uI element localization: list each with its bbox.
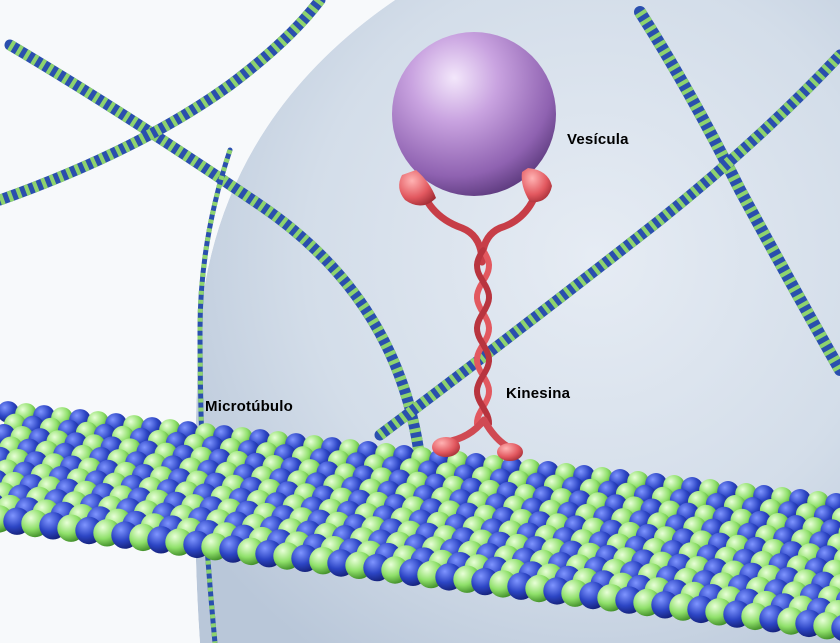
kinesin-head-left xyxy=(432,437,460,457)
vesicle-label: Vesícula xyxy=(567,131,629,148)
microtubule-label: Microtúbulo xyxy=(205,398,293,415)
vesicle xyxy=(392,32,556,206)
kinesin-label: Kinesina xyxy=(506,385,570,402)
kinesin-head-right xyxy=(497,443,523,461)
